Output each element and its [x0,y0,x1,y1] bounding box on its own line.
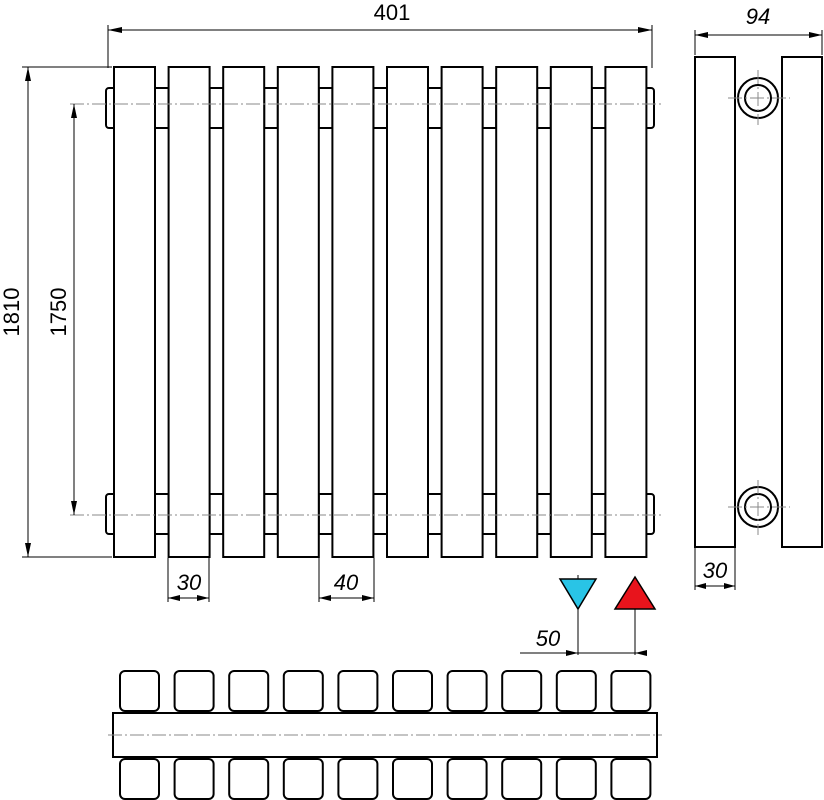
radiator-section [331,66,375,558]
top-view-section-rear [282,758,324,800]
side-section-depth-dimension: 30 [694,548,736,590]
connection-offset-label: 50 [536,626,561,651]
top-collector-segment [154,87,170,129]
side-rear-section [781,56,823,548]
side-view [694,56,823,548]
top-view-section-front [446,670,488,712]
top-view-section-front [501,670,543,712]
depth-dimension: 94 [694,4,823,55]
radiator-section [604,66,648,558]
top-view-section-front [337,670,379,712]
radiator-section [222,66,266,558]
top-view-section-rear [392,758,433,800]
top-collector-segment [590,87,607,129]
bottom-collector-segment [481,493,498,535]
return-triangle-icon [558,578,598,611]
axis-distance-dimension: 1750 [46,104,77,515]
radiator-section [440,66,484,558]
top-view-section-front [282,670,324,712]
top-view-section-rear [446,758,488,800]
front-sections [105,66,655,558]
top-view-section-front [228,670,270,712]
top-collector-segment [317,87,334,129]
section-pitch-label: 40 [334,570,359,595]
overall-width-label: 401 [374,0,411,25]
top-view-section-front [555,670,597,712]
return-connection-symbol [558,575,598,655]
top-view-section-rear [610,758,652,800]
axis-distance-label: 1750 [46,288,71,337]
top-view [108,670,662,800]
section-width-label: 30 [177,570,202,595]
width-dimension: 401 [107,0,653,68]
top-sections [119,670,652,800]
supply-triangle-icon [613,575,657,610]
depth-label: 94 [746,4,770,29]
bottom-collector-segment [590,493,607,535]
section-pitch-dimension: 40 [318,558,375,602]
top-collector-segment [536,87,552,129]
radiator-section [549,66,593,558]
top-view-section-rear [501,758,543,800]
top-collector-segment [427,87,443,129]
side-section-depth-label: 30 [703,558,728,583]
radiator-section [276,66,320,558]
top-view-section-rear [173,758,215,800]
radiator-section [113,66,156,558]
top-collector-segment [372,87,388,129]
bottom-collector-segment [427,493,443,535]
top-view-section-front [119,670,160,712]
overall-height-label: 1810 [0,288,24,337]
bottom-collector-segment [208,493,225,535]
top-view-section-front [173,670,215,712]
radiator-section [495,66,539,558]
top-view-section-rear [119,758,160,800]
height-dimension: 1810 [0,66,112,558]
top-view-section-front [392,670,433,712]
top-collector-segment [208,87,225,129]
top-view-section-rear [337,758,379,800]
radiator-section [386,66,429,558]
bottom-collector-segment [263,493,279,535]
bottom-collector-segment [372,493,388,535]
bottom-collector-segment [536,493,552,535]
top-view-section-front [610,670,652,712]
section-width-dimension: 30 [167,558,210,602]
top-collector-segment [263,87,279,129]
top-view-section-rear [555,758,597,800]
bottom-collector-segment [317,493,334,535]
top-collector-segment [481,87,498,129]
front-view [70,66,662,558]
top-view-section-rear [228,758,270,800]
supply-connection-symbol [613,575,657,655]
radiator-section [167,66,211,558]
bottom-collector-segment [154,493,170,535]
connection-offset-dimension: 50 [520,626,647,656]
side-front-section [694,56,736,548]
